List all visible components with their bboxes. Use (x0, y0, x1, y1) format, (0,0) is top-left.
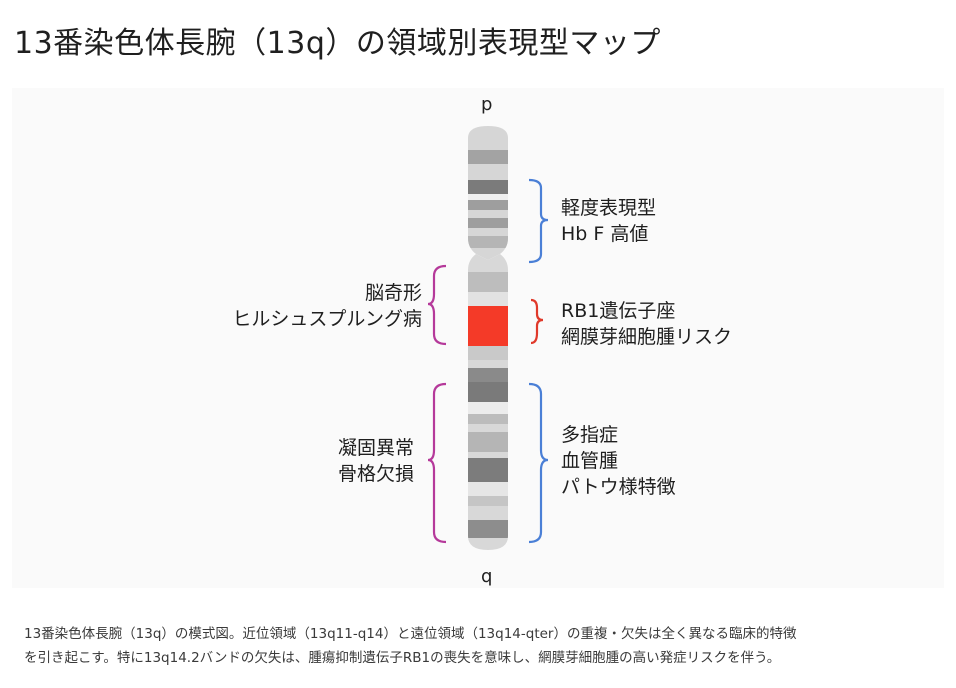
label-line: 網膜芽細胞腫リスク (561, 326, 733, 348)
bracket-middle-right (530, 298, 544, 345)
rb1-band-13q14 (468, 306, 508, 346)
band (468, 150, 508, 164)
rb1-locus-label: RB1遺伝子座 (561, 300, 676, 322)
label-line: 血管腫 (561, 450, 619, 472)
label-line: Hb F 高値 (561, 223, 649, 245)
label-line: 脳奇形 (364, 282, 422, 304)
band (468, 200, 508, 210)
band (468, 346, 508, 360)
bracket-upper-right (528, 178, 549, 264)
bracket-lower-left (427, 382, 447, 544)
caption-line: 13番染色体長腕（13q）の模式図。近位領域（13q11-q14）と遠位領域（1… (24, 626, 797, 642)
figure-caption: 13番染色体長腕（13q）の模式図。近位領域（13q11-q14）と遠位領域（1… (24, 622, 940, 670)
band (468, 432, 508, 452)
band (468, 414, 508, 424)
chromosome-diagram (427, 126, 549, 550)
band (468, 482, 508, 496)
band (468, 368, 508, 382)
label-group-upper-right: 軽度表現型 Hb F 高値 (561, 195, 656, 247)
band (468, 402, 508, 414)
p-arm (468, 126, 508, 260)
band (468, 292, 508, 306)
band (468, 272, 508, 292)
bracket-middle-left (427, 264, 447, 346)
band (468, 194, 508, 200)
p-arm-label: p (481, 94, 493, 115)
band (468, 218, 508, 228)
q-arm (468, 254, 508, 550)
label-group-lower-right: 多指症 血管腫 パトウ様特徴 (561, 422, 676, 500)
q-arm-label: q (481, 566, 493, 587)
bracket-lower-right (528, 382, 549, 544)
label-group-lower-left: 凝固異常 骨格欠損 (338, 435, 414, 487)
label-group-middle-right: RB1遺伝子座 網膜芽細胞腫リスク (561, 298, 732, 350)
caption-line: を引き起こす。特に13q14.2バンドの欠失は、腫瘍抑制遺伝子RB1の喪失を意味… (24, 650, 781, 666)
label-group-middle-left: 脳奇形 ヒルシュスプルング病 (232, 280, 422, 332)
band (468, 236, 508, 248)
label-line: 骨格欠損 (337, 463, 414, 485)
band (468, 382, 508, 402)
label-line: 軽度表現型 (561, 197, 657, 219)
label-line: 多指症 (561, 424, 619, 446)
label-line: ヒルシュスプルング病 (232, 308, 422, 330)
band (468, 180, 508, 194)
band (468, 520, 508, 538)
chromosome-figure: p q 軽度表現型 Hb F 高値 脳奇形 ヒルシュスプルング病 RB1遺伝子座… (12, 88, 944, 588)
band (468, 496, 508, 506)
label-line: パトウ様特徴 (561, 476, 676, 498)
label-line: 凝固異常 (337, 437, 414, 459)
band (468, 458, 508, 482)
page-title: 13番染色体長腕（13q）の領域別表現型マップ (14, 26, 661, 61)
